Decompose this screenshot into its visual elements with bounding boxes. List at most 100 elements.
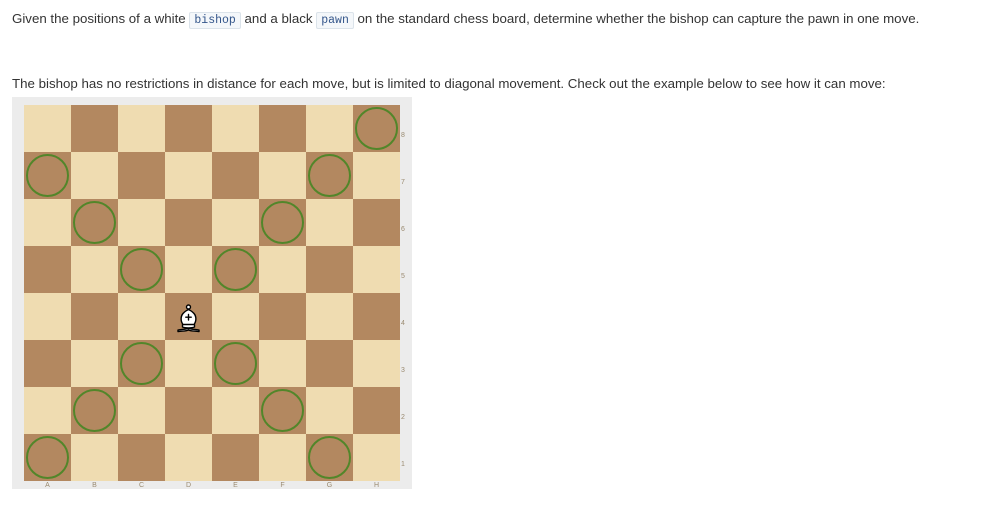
square-g6: [306, 199, 353, 246]
square-h4: [353, 293, 400, 340]
move-target-marker: [308, 154, 351, 197]
square-c6: [118, 199, 165, 246]
file-label: E: [233, 482, 238, 489]
move-target-marker: [308, 436, 351, 479]
rank-label: 8: [401, 132, 405, 139]
square-e7: [212, 152, 259, 199]
square-b3: [71, 340, 118, 387]
square-h6: [353, 199, 400, 246]
white-bishop-icon: [177, 304, 200, 333]
square-d6: [165, 199, 212, 246]
square-b7: [71, 152, 118, 199]
move-target-marker: [261, 389, 304, 432]
chessboard-figure: 8 7 6 5 4 3 2 1 A B C D E F G H: [12, 97, 412, 489]
move-target-marker: [261, 201, 304, 244]
intro-text-1: Given the positions of a white: [12, 11, 190, 26]
square-f8: [259, 105, 306, 152]
square-e5: [212, 246, 259, 293]
rank-label: 3: [401, 367, 405, 374]
square-g5: [306, 246, 353, 293]
square-c7: [118, 152, 165, 199]
intro-text-2: and a black: [240, 11, 317, 26]
square-e3: [212, 340, 259, 387]
square-b6: [71, 199, 118, 246]
square-a5: [24, 246, 71, 293]
square-c4: [118, 293, 165, 340]
square-d7: [165, 152, 212, 199]
square-h5: [353, 246, 400, 293]
square-f6: [259, 199, 306, 246]
file-label: H: [373, 482, 380, 489]
square-b1: [71, 434, 118, 481]
square-f4: [259, 293, 306, 340]
square-b4: [71, 293, 118, 340]
code-bishop: bishop: [189, 12, 241, 29]
intro-text-3: on the standard chess board, determine w…: [353, 11, 920, 26]
square-h3: [353, 340, 400, 387]
square-b8: [71, 105, 118, 152]
square-h2: [353, 387, 400, 434]
square-f5: [259, 246, 306, 293]
square-a8: [24, 105, 71, 152]
square-g8: [306, 105, 353, 152]
square-e6: [212, 199, 259, 246]
file-label: B: [92, 482, 97, 489]
square-e1: [212, 434, 259, 481]
move-target-marker: [26, 154, 69, 197]
square-f3: [259, 340, 306, 387]
square-f7: [259, 152, 306, 199]
square-a7: [24, 152, 71, 199]
square-e2: [212, 387, 259, 434]
square-d2: [165, 387, 212, 434]
square-g2: [306, 387, 353, 434]
square-e4: [212, 293, 259, 340]
square-c8: [118, 105, 165, 152]
square-a3: [24, 340, 71, 387]
rank-label: 2: [401, 414, 405, 421]
square-c1: [118, 434, 165, 481]
file-label: D: [185, 482, 192, 489]
move-target-marker: [214, 342, 257, 385]
square-h7: [353, 152, 400, 199]
rank-label: 7: [401, 179, 405, 186]
move-target-marker: [120, 342, 163, 385]
intro-paragraph: Given the positions of a white bishop an…: [12, 6, 972, 33]
rank-label: 6: [401, 226, 405, 233]
square-d1: [165, 434, 212, 481]
chessboard: [24, 105, 400, 481]
square-a4: [24, 293, 71, 340]
square-f1: [259, 434, 306, 481]
square-e8: [212, 105, 259, 152]
square-g7: [306, 152, 353, 199]
move-target-marker: [73, 201, 116, 244]
square-g3: [306, 340, 353, 387]
square-c2: [118, 387, 165, 434]
code-pawn: pawn: [316, 12, 354, 29]
move-target-marker: [73, 389, 116, 432]
square-h1: [353, 434, 400, 481]
move-target-marker: [120, 248, 163, 291]
file-label: A: [45, 482, 50, 489]
square-g4: [306, 293, 353, 340]
square-d4: [165, 293, 212, 340]
move-target-marker: [355, 107, 398, 150]
file-label: G: [326, 482, 333, 489]
file-label: F: [280, 482, 285, 489]
square-b2: [71, 387, 118, 434]
square-h8: [353, 105, 400, 152]
square-b5: [71, 246, 118, 293]
square-c5: [118, 246, 165, 293]
rank-label: 4: [401, 320, 405, 327]
square-a1: [24, 434, 71, 481]
file-label: C: [138, 482, 145, 489]
square-a6: [24, 199, 71, 246]
square-d3: [165, 340, 212, 387]
move-target-marker: [26, 436, 69, 479]
square-a2: [24, 387, 71, 434]
square-g1: [306, 434, 353, 481]
rank-label: 1: [401, 461, 405, 468]
square-f2: [259, 387, 306, 434]
description-paragraph: The bishop has no restrictions in distan…: [12, 76, 886, 91]
move-target-marker: [214, 248, 257, 291]
rank-label: 5: [401, 273, 405, 280]
